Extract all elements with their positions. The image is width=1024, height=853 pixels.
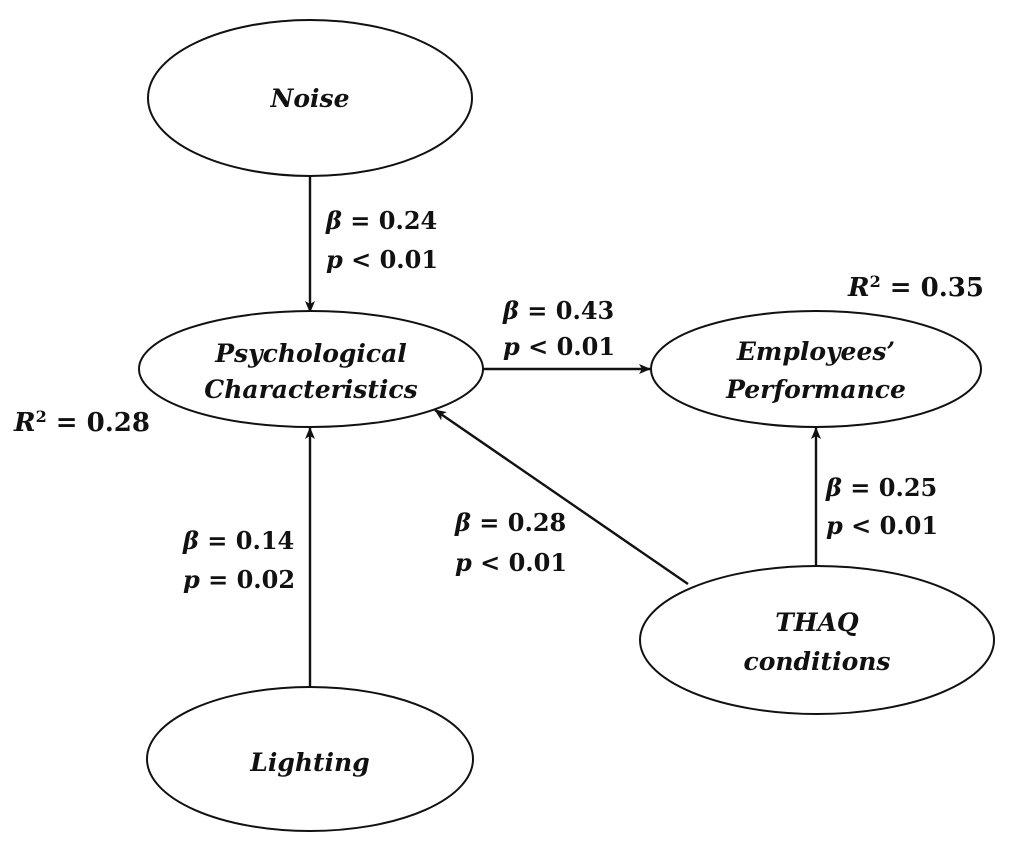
node-noise-label: Noise <box>269 84 349 113</box>
label-thaq-psych: β = 0.28 p < 0.01 <box>454 508 567 577</box>
node-lighting-label: Lighting <box>249 748 369 777</box>
label-psych-perf: β = 0.43 p < 0.01 <box>502 296 615 361</box>
beta-lighting-psych: β = 0.14 <box>182 526 294 555</box>
pvalue-noise-psych: p < 0.01 <box>326 245 438 274</box>
node-perf-label-line2: Performance <box>725 375 906 404</box>
node-thaq-label-line1: THAQ <box>775 608 859 637</box>
node-psych-label-line1: Psychological <box>214 339 407 368</box>
beta-thaq-psych: β = 0.28 <box>454 508 566 537</box>
pvalue-lighting-psych: p = 0.02 <box>183 565 295 594</box>
pvalue-thaq-psych: p < 0.01 <box>455 548 567 577</box>
node-noise: Noise <box>147 19 473 177</box>
node-psych-label-line2: Characteristics <box>204 375 417 404</box>
beta-psych-perf: β = 0.43 <box>502 296 614 325</box>
edge-thaq-to-psych <box>434 409 689 585</box>
label-lighting-psych: β = 0.14 p = 0.02 <box>182 526 295 594</box>
label-thaq-perf: β = 0.25 p < 0.01 <box>825 473 938 540</box>
node-thaq-conditions: THAQ conditions <box>639 565 995 715</box>
node-psychological-characteristics: Psychological Characteristics <box>138 310 484 428</box>
r-squared-perf: R2 = 0.35 <box>847 272 984 304</box>
label-noise-psych: β = 0.24 p < 0.01 <box>325 206 438 274</box>
pvalue-psych-perf: p < 0.01 <box>503 332 615 361</box>
node-perf-label-line1: Employees’ <box>736 337 895 366</box>
node-lighting: Lighting <box>146 686 474 832</box>
beta-thaq-perf: β = 0.25 <box>825 473 937 502</box>
r-squared-psych: R2 = 0.28 <box>13 407 150 439</box>
pvalue-thaq-perf: p < 0.01 <box>826 511 938 540</box>
node-thaq-label-line2: conditions <box>743 647 890 676</box>
node-employees-performance: Employees’ Performance <box>650 310 982 428</box>
beta-noise-psych: β = 0.24 <box>325 206 437 235</box>
